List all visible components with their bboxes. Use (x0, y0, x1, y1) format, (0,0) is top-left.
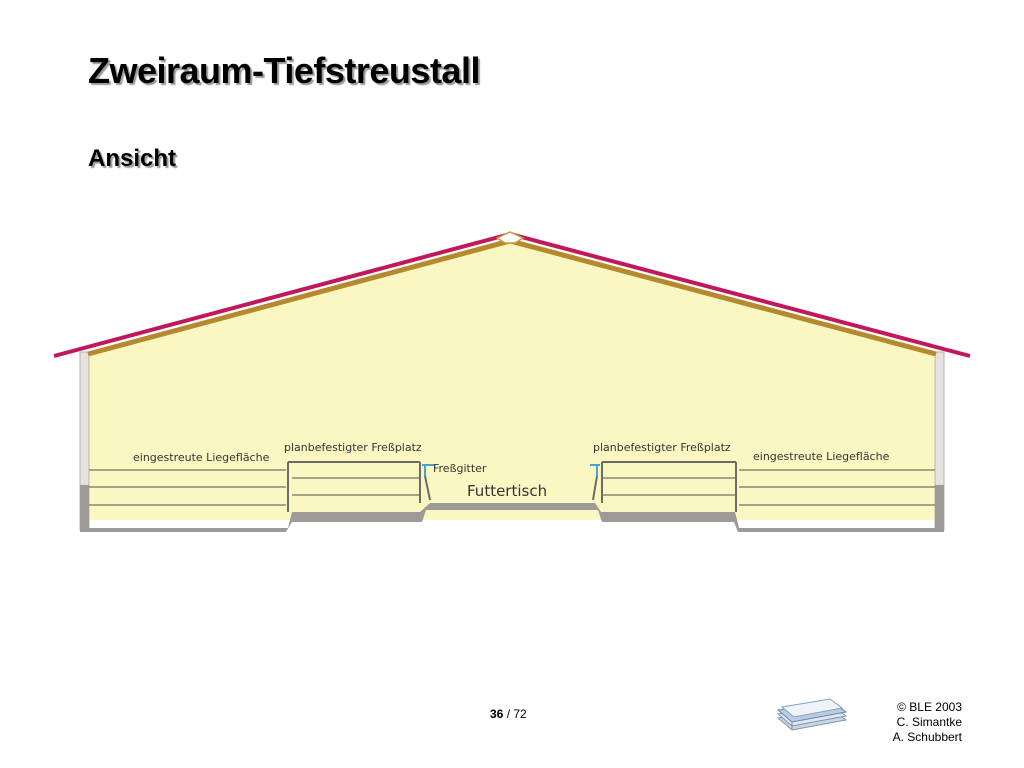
lying-area-right (739, 469, 935, 506)
lying-area-left (89, 469, 286, 506)
credit-line: C. Simantke (896, 715, 962, 729)
label-feeding-place-left: planbefestigter Freßplatz (284, 441, 422, 454)
roof-ridge (495, 231, 525, 244)
page-current: 36 (490, 707, 504, 721)
credits: © BLE 2003 C. Simantke A. Schubbert (893, 700, 962, 745)
feeding-fence-left (422, 464, 434, 501)
slide-title: Zweiraum-Tiefstreustall (88, 50, 480, 91)
label-feed-table: Futtertisch (467, 482, 547, 500)
page-separator: / (503, 707, 514, 721)
credit-line: A. Schubbert (892, 730, 962, 744)
feeding-place-left (292, 477, 420, 496)
label-feeding-fence: Freßgitter (433, 462, 487, 475)
feeding-fence-right (590, 464, 600, 501)
barn-interior (88, 238, 936, 520)
floor-foundation (80, 485, 944, 532)
partition-left (287, 461, 421, 512)
slide-subtitle: Ansicht (88, 145, 177, 172)
label-feeding-place-right: planbefestigter Freßplatz (593, 441, 731, 454)
feeding-place-right (602, 477, 735, 496)
page-number: 36 / 72 (490, 707, 527, 721)
label-lying-area-right: eingestreute Liegefläche (753, 450, 890, 463)
partition-right (601, 461, 737, 512)
paper-stack-logo (776, 698, 848, 731)
credit-line: © BLE 2003 (897, 700, 962, 714)
page-total: 72 (513, 707, 527, 721)
label-lying-area-left: eingestreute Liegefläche (133, 451, 270, 464)
